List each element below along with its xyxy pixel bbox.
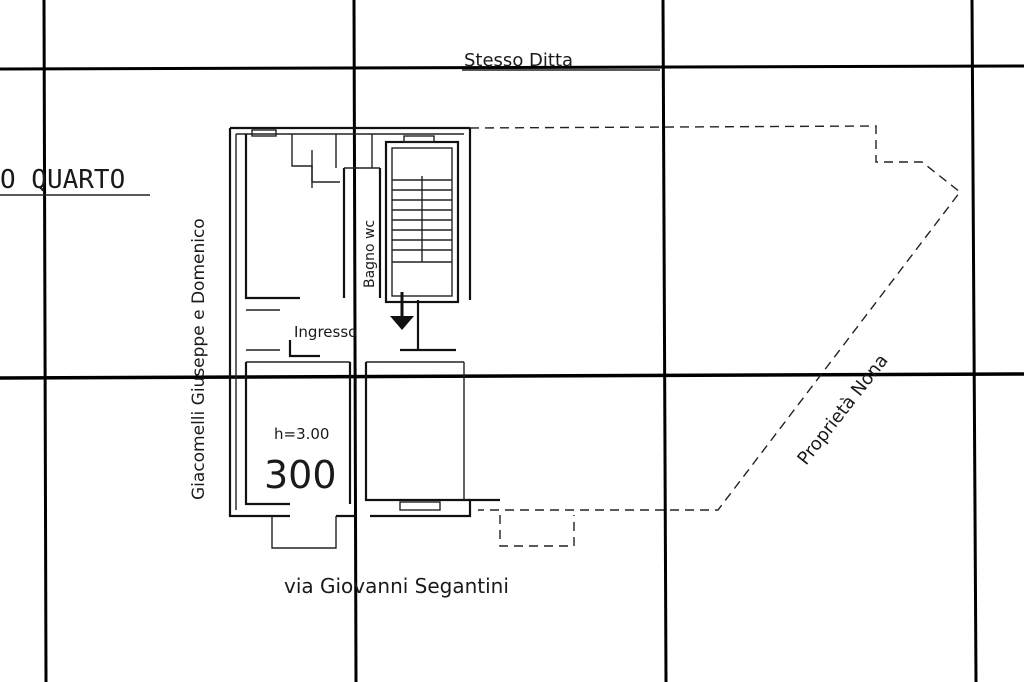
grid-line-h2 xyxy=(0,372,1024,380)
neighbor-property-outline xyxy=(469,125,961,547)
entrance-arrow-icon xyxy=(390,292,414,330)
top-neighbor-label: Stesso Ditta xyxy=(464,50,573,71)
grid-line-v4 xyxy=(970,0,978,682)
entrance-label: Ingresso xyxy=(294,323,357,341)
street-fragment-label: O QUARTO xyxy=(0,165,125,195)
stair-treads xyxy=(392,176,452,263)
right-neighbor-label: Proprietà Nona xyxy=(793,350,892,469)
bathroom-label: Bagno wc xyxy=(362,220,378,288)
ceiling-height-label: h=3.00 xyxy=(274,425,329,443)
bottom-street-label: via Giovanni Segantini xyxy=(284,574,509,598)
grid-line-v3 xyxy=(661,0,668,682)
unit-number-label: 300 xyxy=(264,453,337,497)
unit-walls xyxy=(228,126,500,549)
left-neighbor-label: Giacomelli Giuseppe e Domenico xyxy=(189,218,209,500)
grid-line-v2 xyxy=(352,0,358,682)
grid-line-h1 xyxy=(0,64,1024,71)
grid-line-v1 xyxy=(42,0,48,682)
